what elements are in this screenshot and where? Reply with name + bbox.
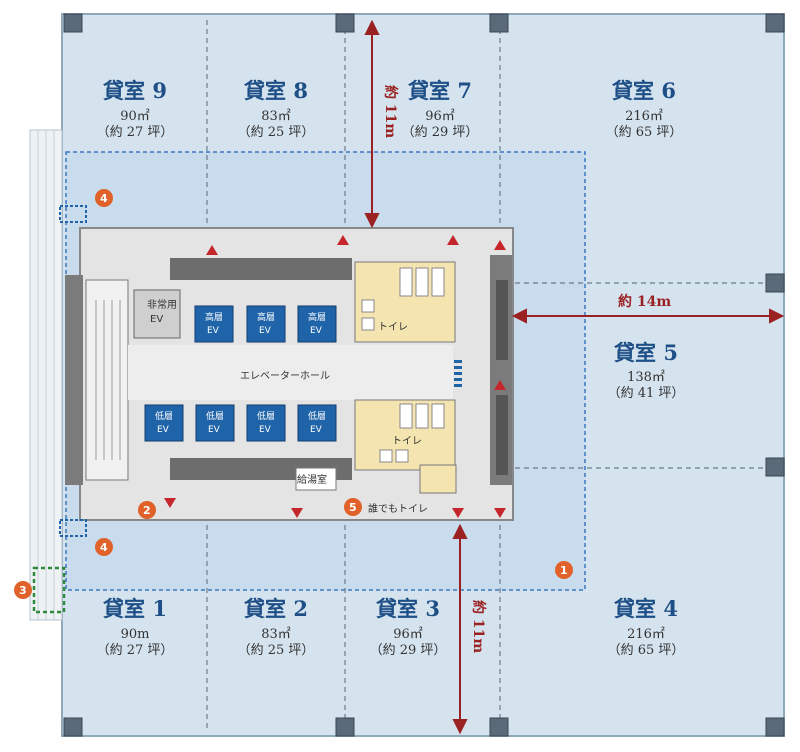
room-8-tsubo: （約 25 坪） [238, 125, 315, 140]
dimension-arrows [364, 19, 785, 735]
elevator-low-4 [297, 404, 337, 442]
room-9-name: 貸室 9 [102, 78, 167, 103]
room-9-tsubo: （約 27 坪） [97, 125, 174, 140]
room-8-area: 83㎡ [261, 109, 291, 124]
svg-text:4: 4 [100, 192, 108, 205]
room-1-area: 90m [121, 627, 150, 642]
svg-text:EV: EV [310, 326, 323, 336]
structural-columns [63, 13, 785, 737]
toilet-upper-label: トイレ [378, 322, 408, 333]
badge-4-upper [95, 189, 113, 207]
dimension-right: 約 14m [618, 293, 671, 310]
elevator-hall-area [128, 345, 453, 400]
elevator-low-2 [195, 404, 235, 442]
area-4-lower [59, 519, 87, 537]
accessible-toilet-label: 誰でもトイレ [368, 502, 428, 515]
svg-text:高層: 高層 [205, 311, 223, 323]
elevator-high-2 [246, 305, 286, 343]
entrance-markers [164, 235, 506, 518]
dimension-bottom: 約 11m [470, 600, 487, 653]
room-5-name: 貸室 5 [613, 340, 678, 365]
emergency-ev-label: 非常用 [147, 298, 177, 311]
svg-text:EV: EV [157, 425, 170, 435]
room-4-area: 216㎡ [627, 627, 665, 642]
elevator-high-3 [297, 305, 337, 343]
room-8-name: 貸室 8 [243, 78, 308, 103]
room-3-tsubo: （約 29 坪） [370, 643, 447, 658]
svg-text:3: 3 [19, 584, 27, 597]
emergency-elevator [133, 289, 181, 339]
badge-5 [344, 498, 362, 516]
badge-4-lower [95, 538, 113, 556]
room-7-tsubo: （約 29 坪） [402, 125, 479, 140]
dimension-top: 約 11m [382, 85, 399, 138]
area-4-upper [59, 205, 87, 223]
elevator-low-3 [246, 404, 286, 442]
elevator-high-1 [194, 305, 234, 343]
elevator-low-1 [144, 404, 184, 442]
accessible-toilet [419, 464, 457, 494]
emergency-ev-sub: EV [150, 314, 163, 325]
elevator-hall-label: エレベーターホール [240, 370, 330, 382]
room-6-name: 貸室 6 [611, 78, 676, 103]
svg-text:高層: 高層 [308, 311, 326, 323]
badge-2 [138, 501, 156, 519]
room-9-area: 90㎡ [120, 109, 150, 124]
svg-text:低層: 低層 [206, 410, 224, 422]
stairwell [85, 279, 129, 481]
svg-text:2: 2 [143, 504, 151, 517]
svg-text:1: 1 [560, 564, 568, 577]
room-1-tsubo: （約 27 坪） [97, 643, 174, 658]
room-7-area: 96㎡ [425, 109, 455, 124]
high-rise-elevators: 高層 EV 高層 EV 高層 EV [194, 305, 337, 343]
room-5-area: 138㎡ [627, 370, 665, 385]
kitchenette-label: 給湯室 [297, 473, 327, 486]
room-4-tsubo: （約 65 坪） [608, 643, 685, 658]
room-labels: 貸室 9 90㎡ （約 27 坪） 貸室 8 83㎡ （約 25 坪） 貸室 7… [97, 78, 685, 658]
svg-text:4: 4 [100, 541, 108, 554]
room-1-name: 貸室 1 [102, 596, 167, 621]
room-2-area: 83㎡ [261, 627, 291, 642]
svg-text:5: 5 [349, 501, 357, 514]
svg-text:EV: EV [208, 425, 221, 435]
room-4-name: 貸室 4 [613, 596, 678, 621]
svg-text:高層: 高層 [257, 311, 275, 323]
area-3 [32, 566, 66, 614]
badge-1 [555, 561, 573, 579]
svg-text:低層: 低層 [308, 410, 326, 422]
badge-3 [14, 581, 32, 599]
svg-text:EV: EV [310, 425, 323, 435]
svg-text:低層: 低層 [257, 410, 275, 422]
room-5-tsubo: （約 41 坪） [608, 386, 685, 401]
toilet-lower-label: トイレ [392, 436, 422, 447]
svg-text:低層: 低層 [155, 410, 173, 422]
room-6-tsubo: （約 65 坪） [606, 125, 683, 140]
room-2-name: 貸室 2 [243, 596, 308, 621]
room-7-name: 貸室 7 [407, 78, 472, 103]
room-2-tsubo: （約 25 坪） [238, 643, 315, 658]
room-dividers [206, 20, 780, 730]
svg-text:EV: EV [259, 425, 272, 435]
room-6-area: 216㎡ [625, 109, 663, 124]
kitchenette [295, 467, 337, 491]
svg-text:EV: EV [259, 326, 272, 336]
numbered-badges: 1 2 3 4 4 5 [14, 189, 573, 599]
svg-text:EV: EV [207, 326, 220, 336]
room-3-area: 96㎡ [393, 627, 423, 642]
room-3-name: 貸室 3 [375, 596, 440, 621]
low-rise-elevators: 低層 EV 低層 EV 低層 EV 低層 EV [144, 404, 337, 442]
